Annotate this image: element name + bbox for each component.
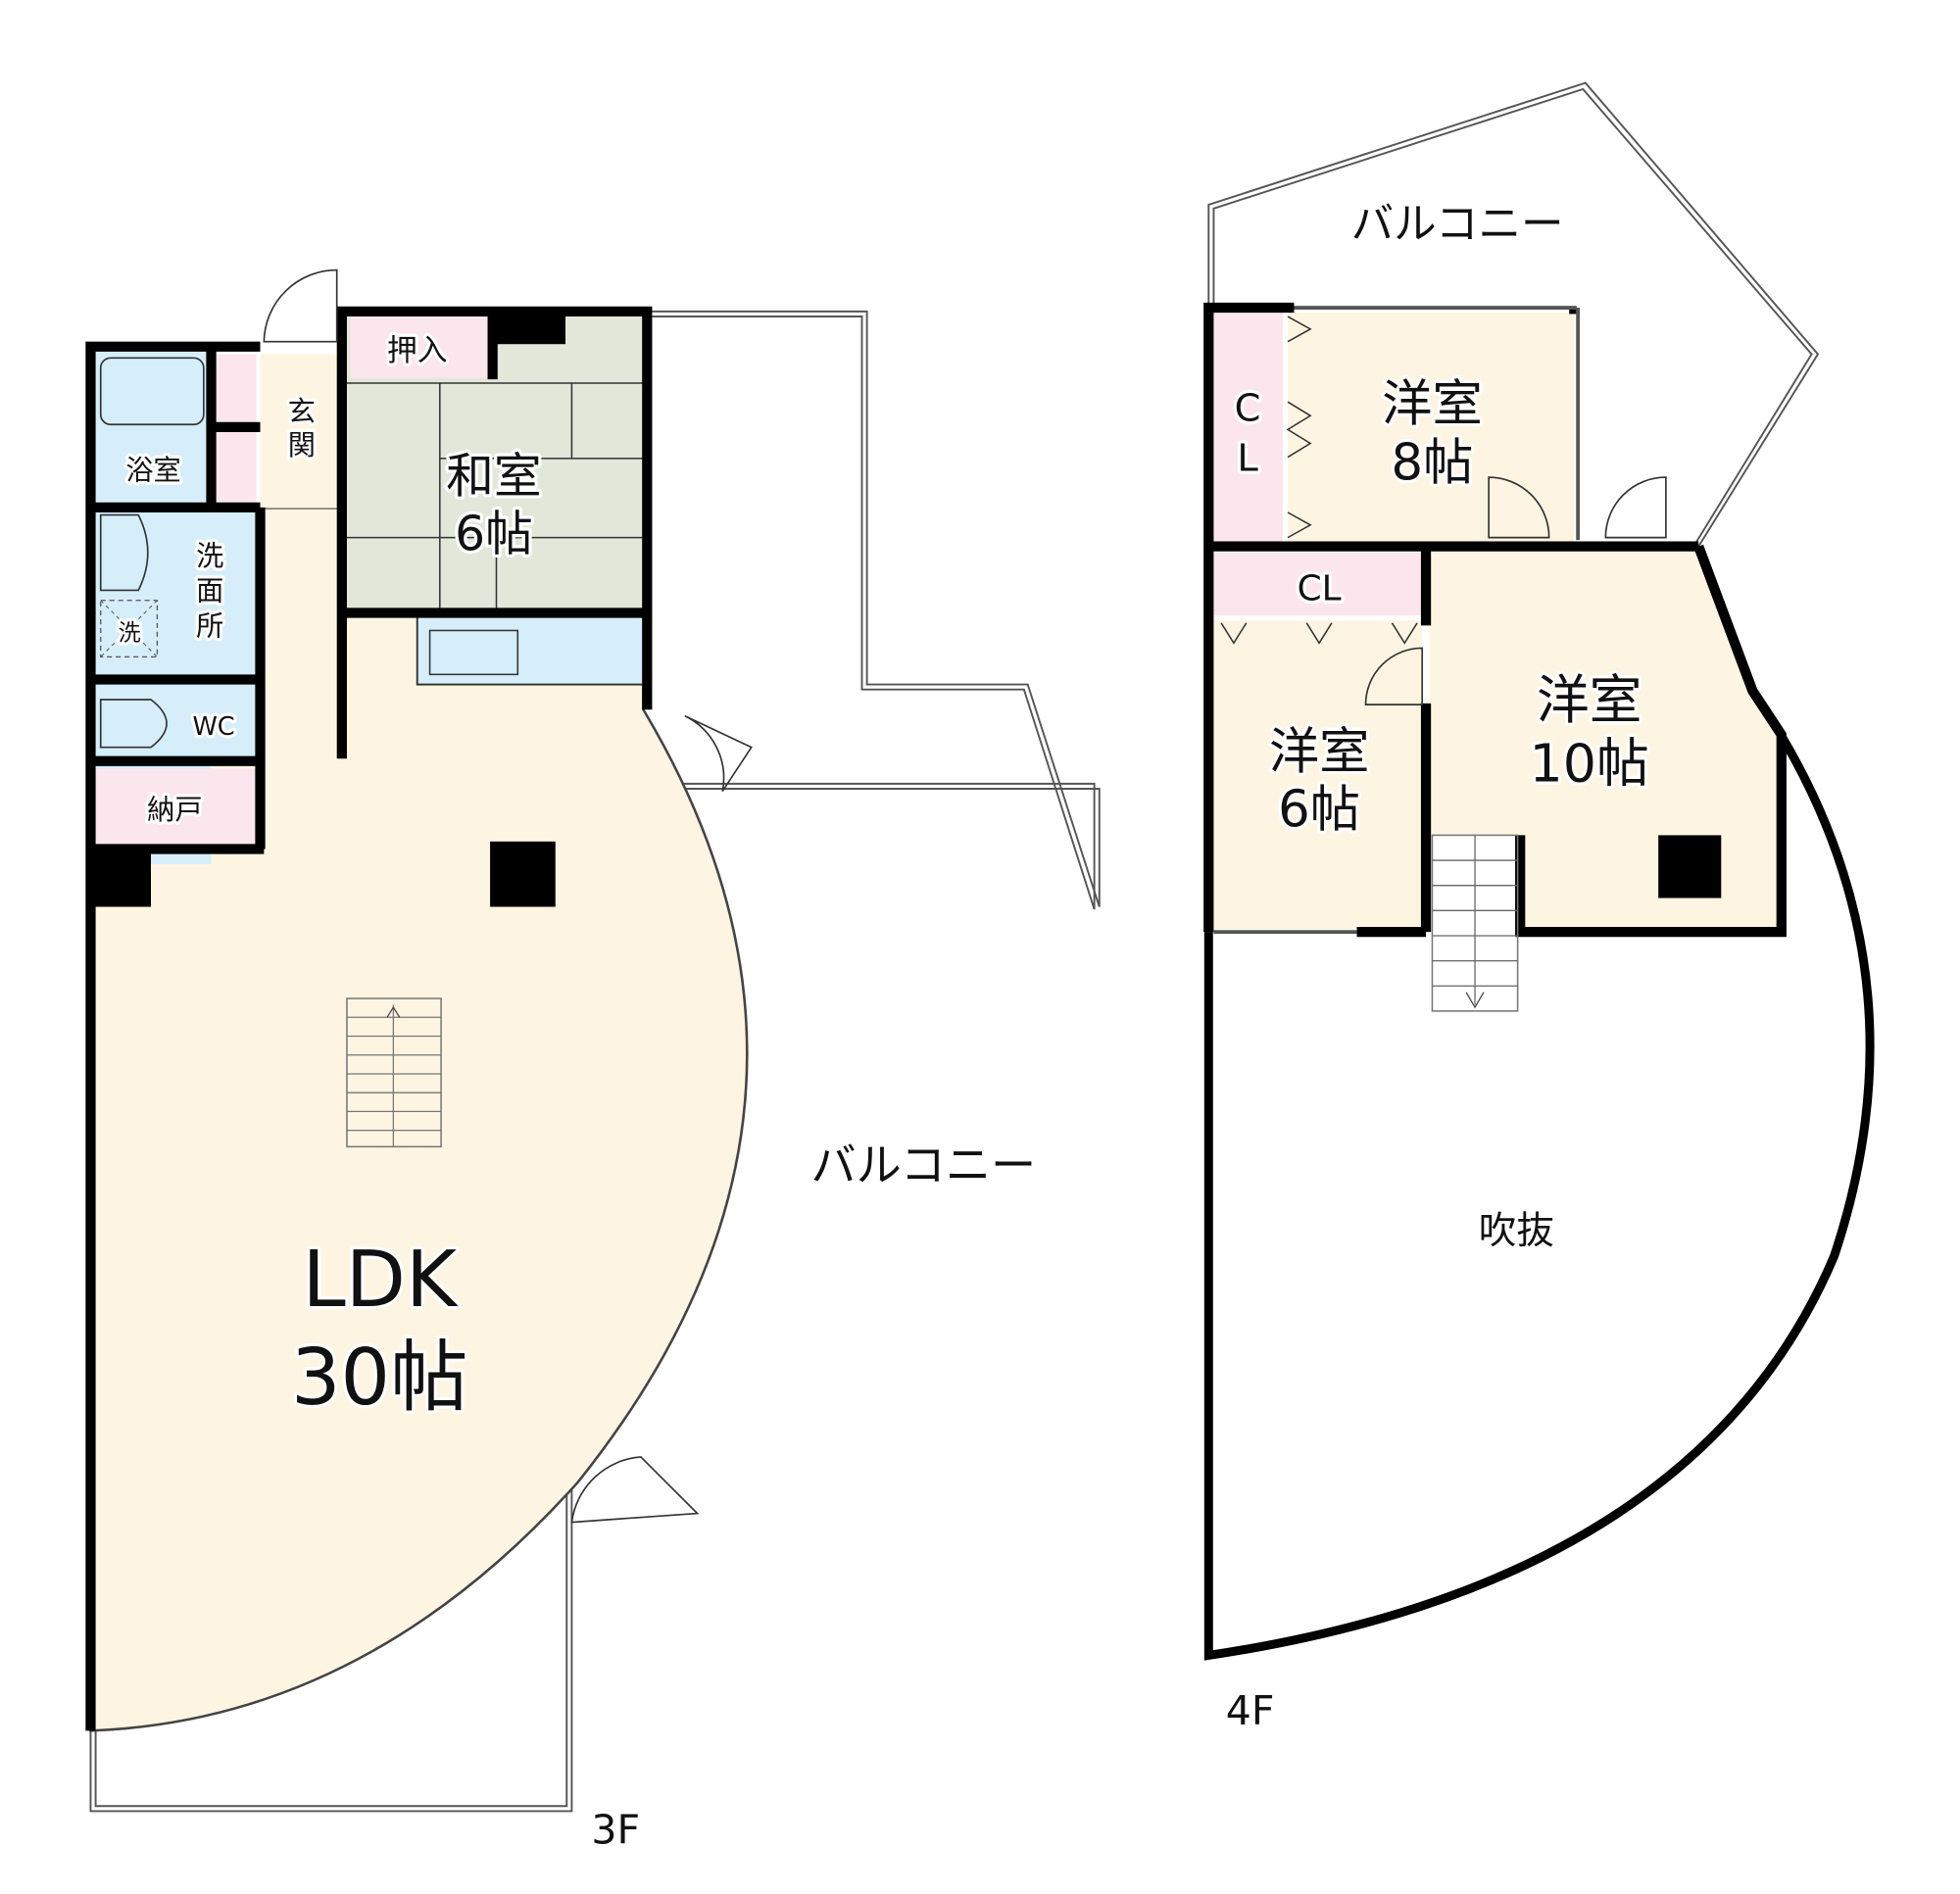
cl-horizontal-floor	[1213, 553, 1423, 616]
floor-4f-label: 4F	[1226, 1687, 1275, 1734]
washroom-label-3: 所	[196, 610, 223, 643]
cl-vertical-floor	[1213, 313, 1283, 543]
western8-door[interactable]	[1488, 476, 1550, 539]
balcony-3f-outline-inner	[94, 316, 1096, 1808]
floor-3f-label: 3F	[591, 1807, 640, 1854]
western8-label: 洋室	[1382, 374, 1483, 433]
western6-door[interactable]	[1364, 647, 1424, 705]
tatami-lines	[346, 382, 644, 610]
closet-doors[interactable]	[1220, 316, 1418, 645]
ldk-size: 30帖	[291, 1332, 468, 1423]
western8-size: 8帖	[1392, 434, 1474, 493]
western6-label: 洋室	[1269, 722, 1370, 781]
washroom-label-2: 面	[196, 575, 223, 607]
walls-3f	[85, 306, 653, 1731]
entrance-door[interactable]	[263, 268, 338, 343]
balcony-4f-outline	[1207, 81, 1820, 548]
balcony-3f-label: バルコニー	[810, 1139, 1036, 1191]
column	[1658, 835, 1722, 898]
oshiire-floor	[350, 315, 489, 378]
stairs-4f[interactable]	[1431, 834, 1519, 1012]
shoe-closet-2	[216, 430, 257, 503]
column	[90, 849, 151, 907]
cl-vertical-c: C	[1235, 386, 1261, 430]
floor-4f: バルコニー C L 洋室 8帖 CL 洋室 6帖 洋室 10帖 吹抜 4F	[1203, 81, 1875, 1737]
balcony-door-2[interactable]	[570, 1456, 700, 1524]
western10-size: 10帖	[1530, 732, 1649, 794]
cl-horizontal-label: CL	[1298, 569, 1342, 609]
column	[496, 314, 565, 345]
ldk-arc	[89, 611, 749, 1732]
balcony-4f-door[interactable]	[1604, 476, 1667, 539]
washitsu-label: 和室	[446, 449, 541, 504]
western6-floor	[1213, 620, 1423, 930]
stairs-3f[interactable]	[346, 997, 442, 1148]
vertical-labels: 玄 関 洗 面 所	[193, 392, 318, 646]
toilet	[99, 699, 168, 749]
storage-floor	[95, 768, 261, 847]
floor-3f: 押入 和室 6帖 浴室 洗 WC 納戸 LDK 30帖 バルコニー 3F	[85, 268, 1101, 1857]
walls-4f	[1203, 302, 1787, 938]
bathtub	[99, 357, 205, 426]
ldk-label: LDK	[302, 1234, 458, 1325]
column	[490, 841, 556, 907]
balcony-door[interactable]	[684, 714, 753, 793]
western8-floor	[1288, 313, 1575, 543]
oshiire-label: 押入	[387, 333, 448, 368]
shoe-closet-1	[216, 354, 257, 423]
wc-label: WC	[192, 712, 234, 742]
storage-label: 納戸	[147, 794, 202, 826]
western6-size: 6帖	[1278, 780, 1360, 839]
washer-label: 洗	[119, 621, 141, 647]
kitchen-sink	[428, 629, 519, 676]
washer-space	[100, 600, 159, 658]
cl-vertical-l: L	[1237, 437, 1258, 481]
western10-label: 洋室	[1537, 669, 1642, 731]
bath-label: 浴室	[125, 455, 180, 487]
wash-basin	[99, 513, 149, 592]
balcony-4f-label: バルコニー	[1351, 201, 1564, 250]
genkan-label-2: 関	[288, 429, 316, 461]
atrium-label: 吹抜	[1479, 1209, 1554, 1253]
washitsu-size: 6帖	[455, 507, 533, 561]
genkan-label-1: 玄	[288, 395, 316, 427]
genkan-floor	[260, 354, 342, 759]
balcony-3f-outline	[89, 310, 1101, 1813]
washroom-label-1: 洗	[196, 540, 223, 572]
